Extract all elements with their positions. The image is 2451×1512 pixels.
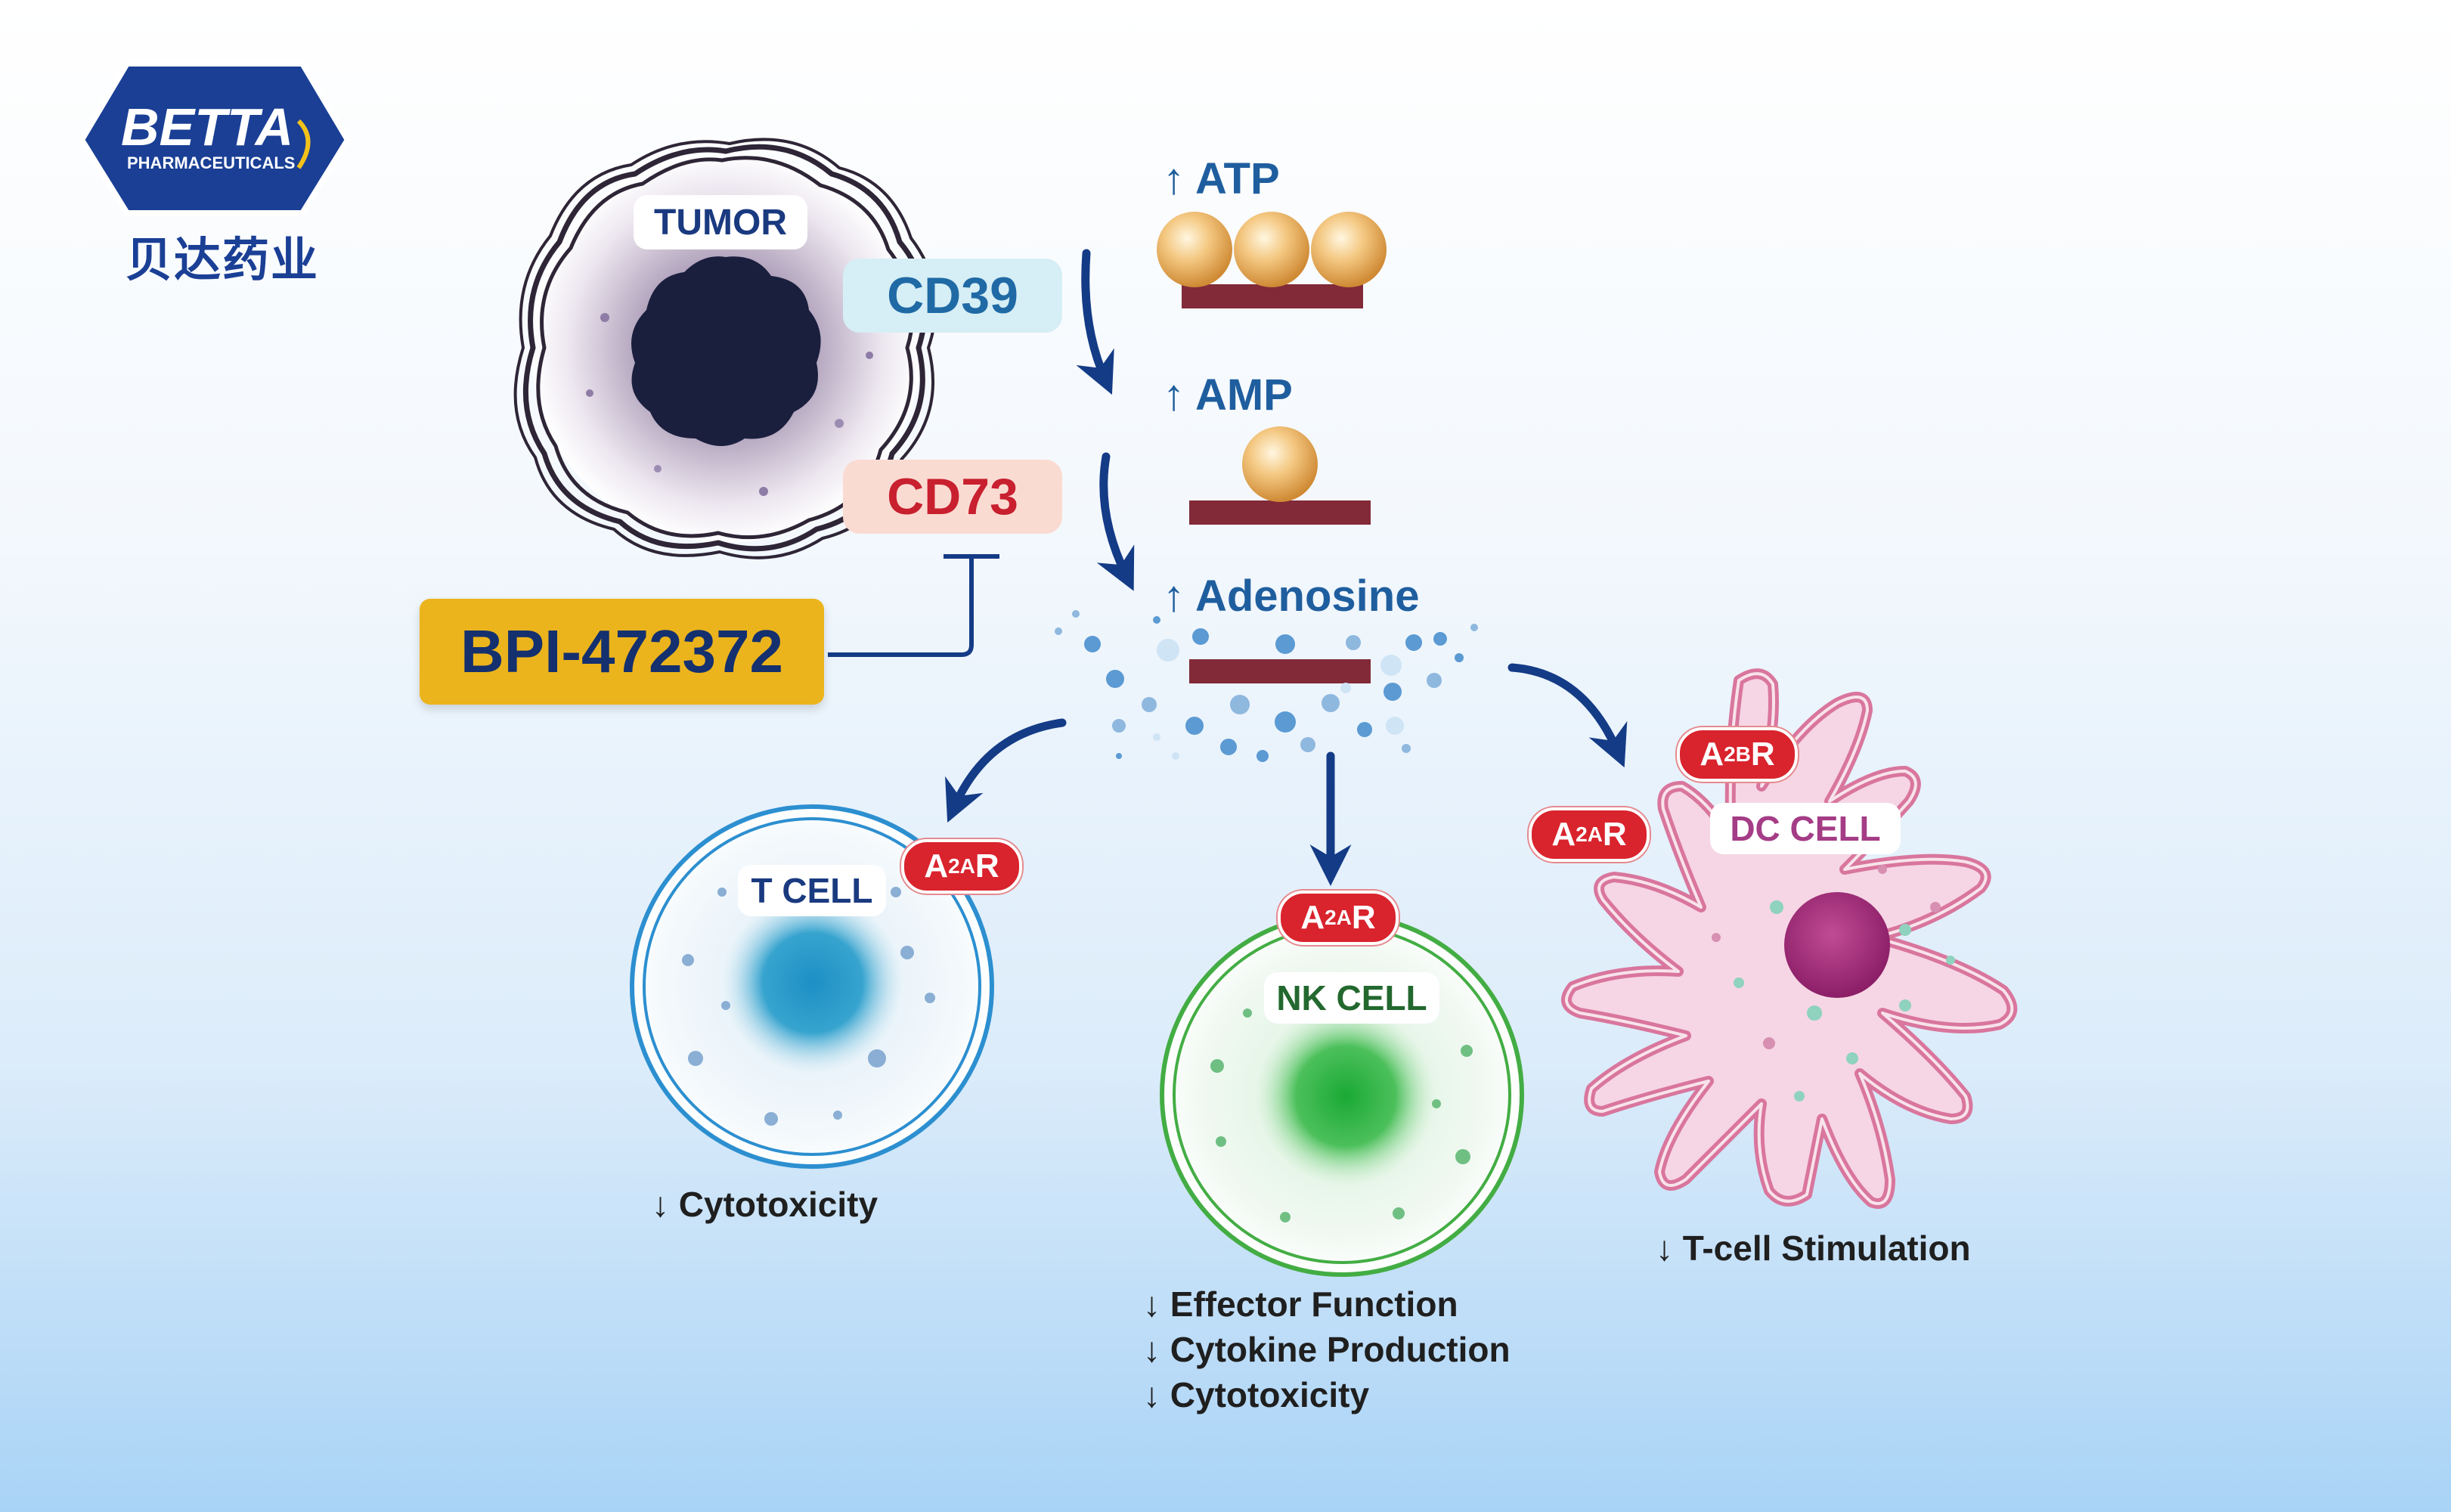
receptor-sub: 2A: [1576, 823, 1603, 846]
receptor-sub: 2A: [1325, 906, 1352, 929]
atp-label: ↑ ATP: [1163, 153, 1280, 203]
amp-molecule: [1189, 426, 1371, 525]
adenosine-molecule: [1055, 610, 1478, 762]
receptor-sub: 2A: [948, 854, 975, 878]
receptor-tail: R: [1750, 736, 1775, 773]
t-cell-label: T CELL: [738, 865, 886, 916]
t-cell: [630, 804, 994, 1169]
dc-cell: [1561, 668, 2018, 1209]
t-cell-effect: ↓ Cytotoxicity: [652, 1185, 878, 1224]
atp-molecule: [1157, 212, 1387, 308]
tumor-cell: [513, 138, 937, 559]
tumor-label: TUMOR: [634, 195, 807, 249]
receptor-tail: R: [1351, 899, 1376, 936]
arrow-to-dc-cell: [1507, 663, 1628, 768]
betta-logo: [78, 60, 352, 216]
nk-cell-effect-3: ↓ Cytotoxicity: [1143, 1375, 1370, 1414]
inhibition-connector: [828, 554, 999, 657]
dc-cell-label: DC CELL: [1710, 803, 1901, 854]
cd39-label: CD39: [843, 259, 1062, 333]
arrow-cd73-to-adenosine: [1096, 452, 1135, 591]
pathway-arrows: [945, 249, 1628, 886]
nk-cell-label: NK CELL: [1264, 972, 1439, 1024]
amp-label: ↑ AMP: [1163, 370, 1293, 420]
logo-chinese: 贝达药业: [125, 232, 320, 287]
receptor-tail: R: [1602, 816, 1627, 853]
dc-cell-effect: ↓ T-cell Stimulation: [1656, 1228, 1971, 1268]
arrow-cd39-to-amp: [1076, 249, 1114, 395]
receptor-main: A: [1700, 736, 1724, 773]
arrow-to-t-cell: [945, 718, 1067, 823]
logo-sub: PHARMACEUTICALS: [127, 153, 296, 172]
adenosine-label: ↑ Adenosine: [1163, 571, 1420, 621]
receptor-main: A: [1551, 816, 1576, 853]
receptor-main: A: [924, 847, 949, 885]
cd73-label: CD73: [843, 460, 1062, 534]
bpi-472372-drug-label: BPI-472372: [420, 599, 824, 705]
nk-cell: [1160, 912, 1524, 1277]
receptor-sub: 2B: [1724, 742, 1751, 766]
receptor-main: A: [1300, 899, 1325, 936]
nk-cell-effect-2: ↓ Cytokine Production: [1143, 1330, 1511, 1369]
receptor-tail: R: [975, 847, 999, 885]
logo-brand: BETTA: [121, 98, 294, 156]
nk-cell-effect-1: ↓ Effector Function: [1143, 1284, 1458, 1324]
